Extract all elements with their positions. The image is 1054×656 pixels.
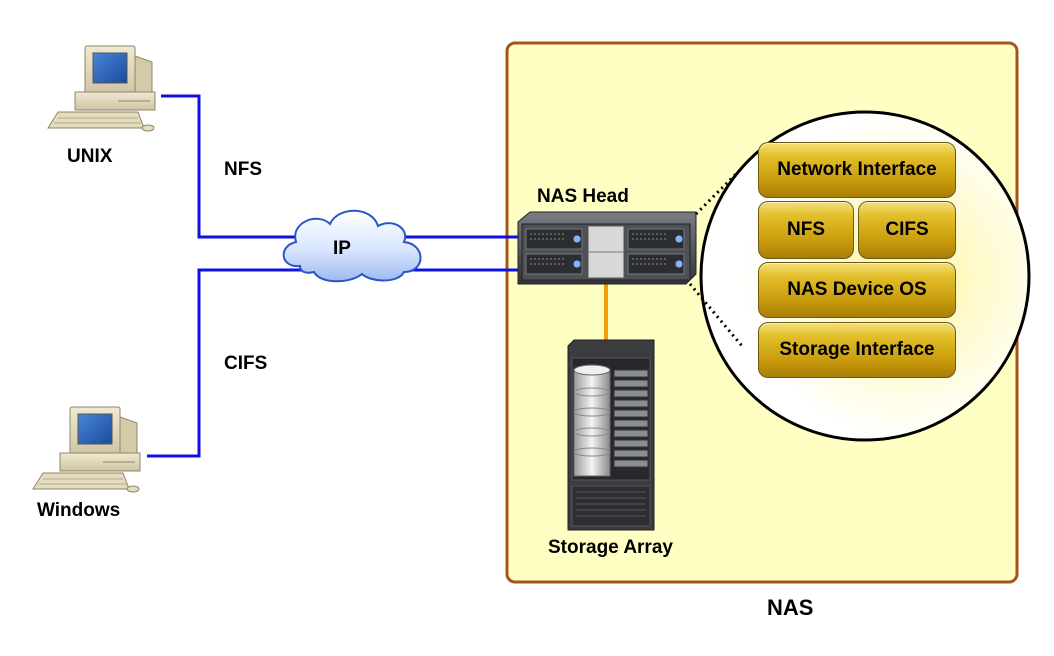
nfs-layer: NFS [758, 201, 854, 259]
windows-link-line [147, 268, 520, 458]
zoom-connector-top [694, 166, 744, 216]
ip-cloud-icon [282, 209, 422, 283]
windows-computer-icon [32, 406, 141, 493]
nas-head-server-icon [517, 211, 697, 285]
unix-label: UNIX [67, 146, 113, 167]
storage-array-icon [567, 339, 655, 531]
nas-device-os-layer: NAS Device OS [758, 262, 956, 318]
unix-computer-icon [47, 45, 156, 132]
cifs-layer: CIFS [858, 201, 956, 259]
network-interface-layer: Network Interface [758, 142, 956, 198]
ip-cloud-label: IP [333, 238, 351, 259]
storage-interface-layer: Storage Interface [758, 322, 956, 378]
zoom-connector-bottom [688, 283, 744, 347]
nas-head-label: NAS Head [537, 186, 629, 207]
windows-label: Windows [37, 500, 121, 521]
nas-title: NAS [767, 595, 814, 620]
storage-array-label: Storage Array [548, 537, 673, 558]
cifs-link-label: CIFS [224, 353, 268, 374]
nfs-link-label: NFS [224, 159, 262, 180]
